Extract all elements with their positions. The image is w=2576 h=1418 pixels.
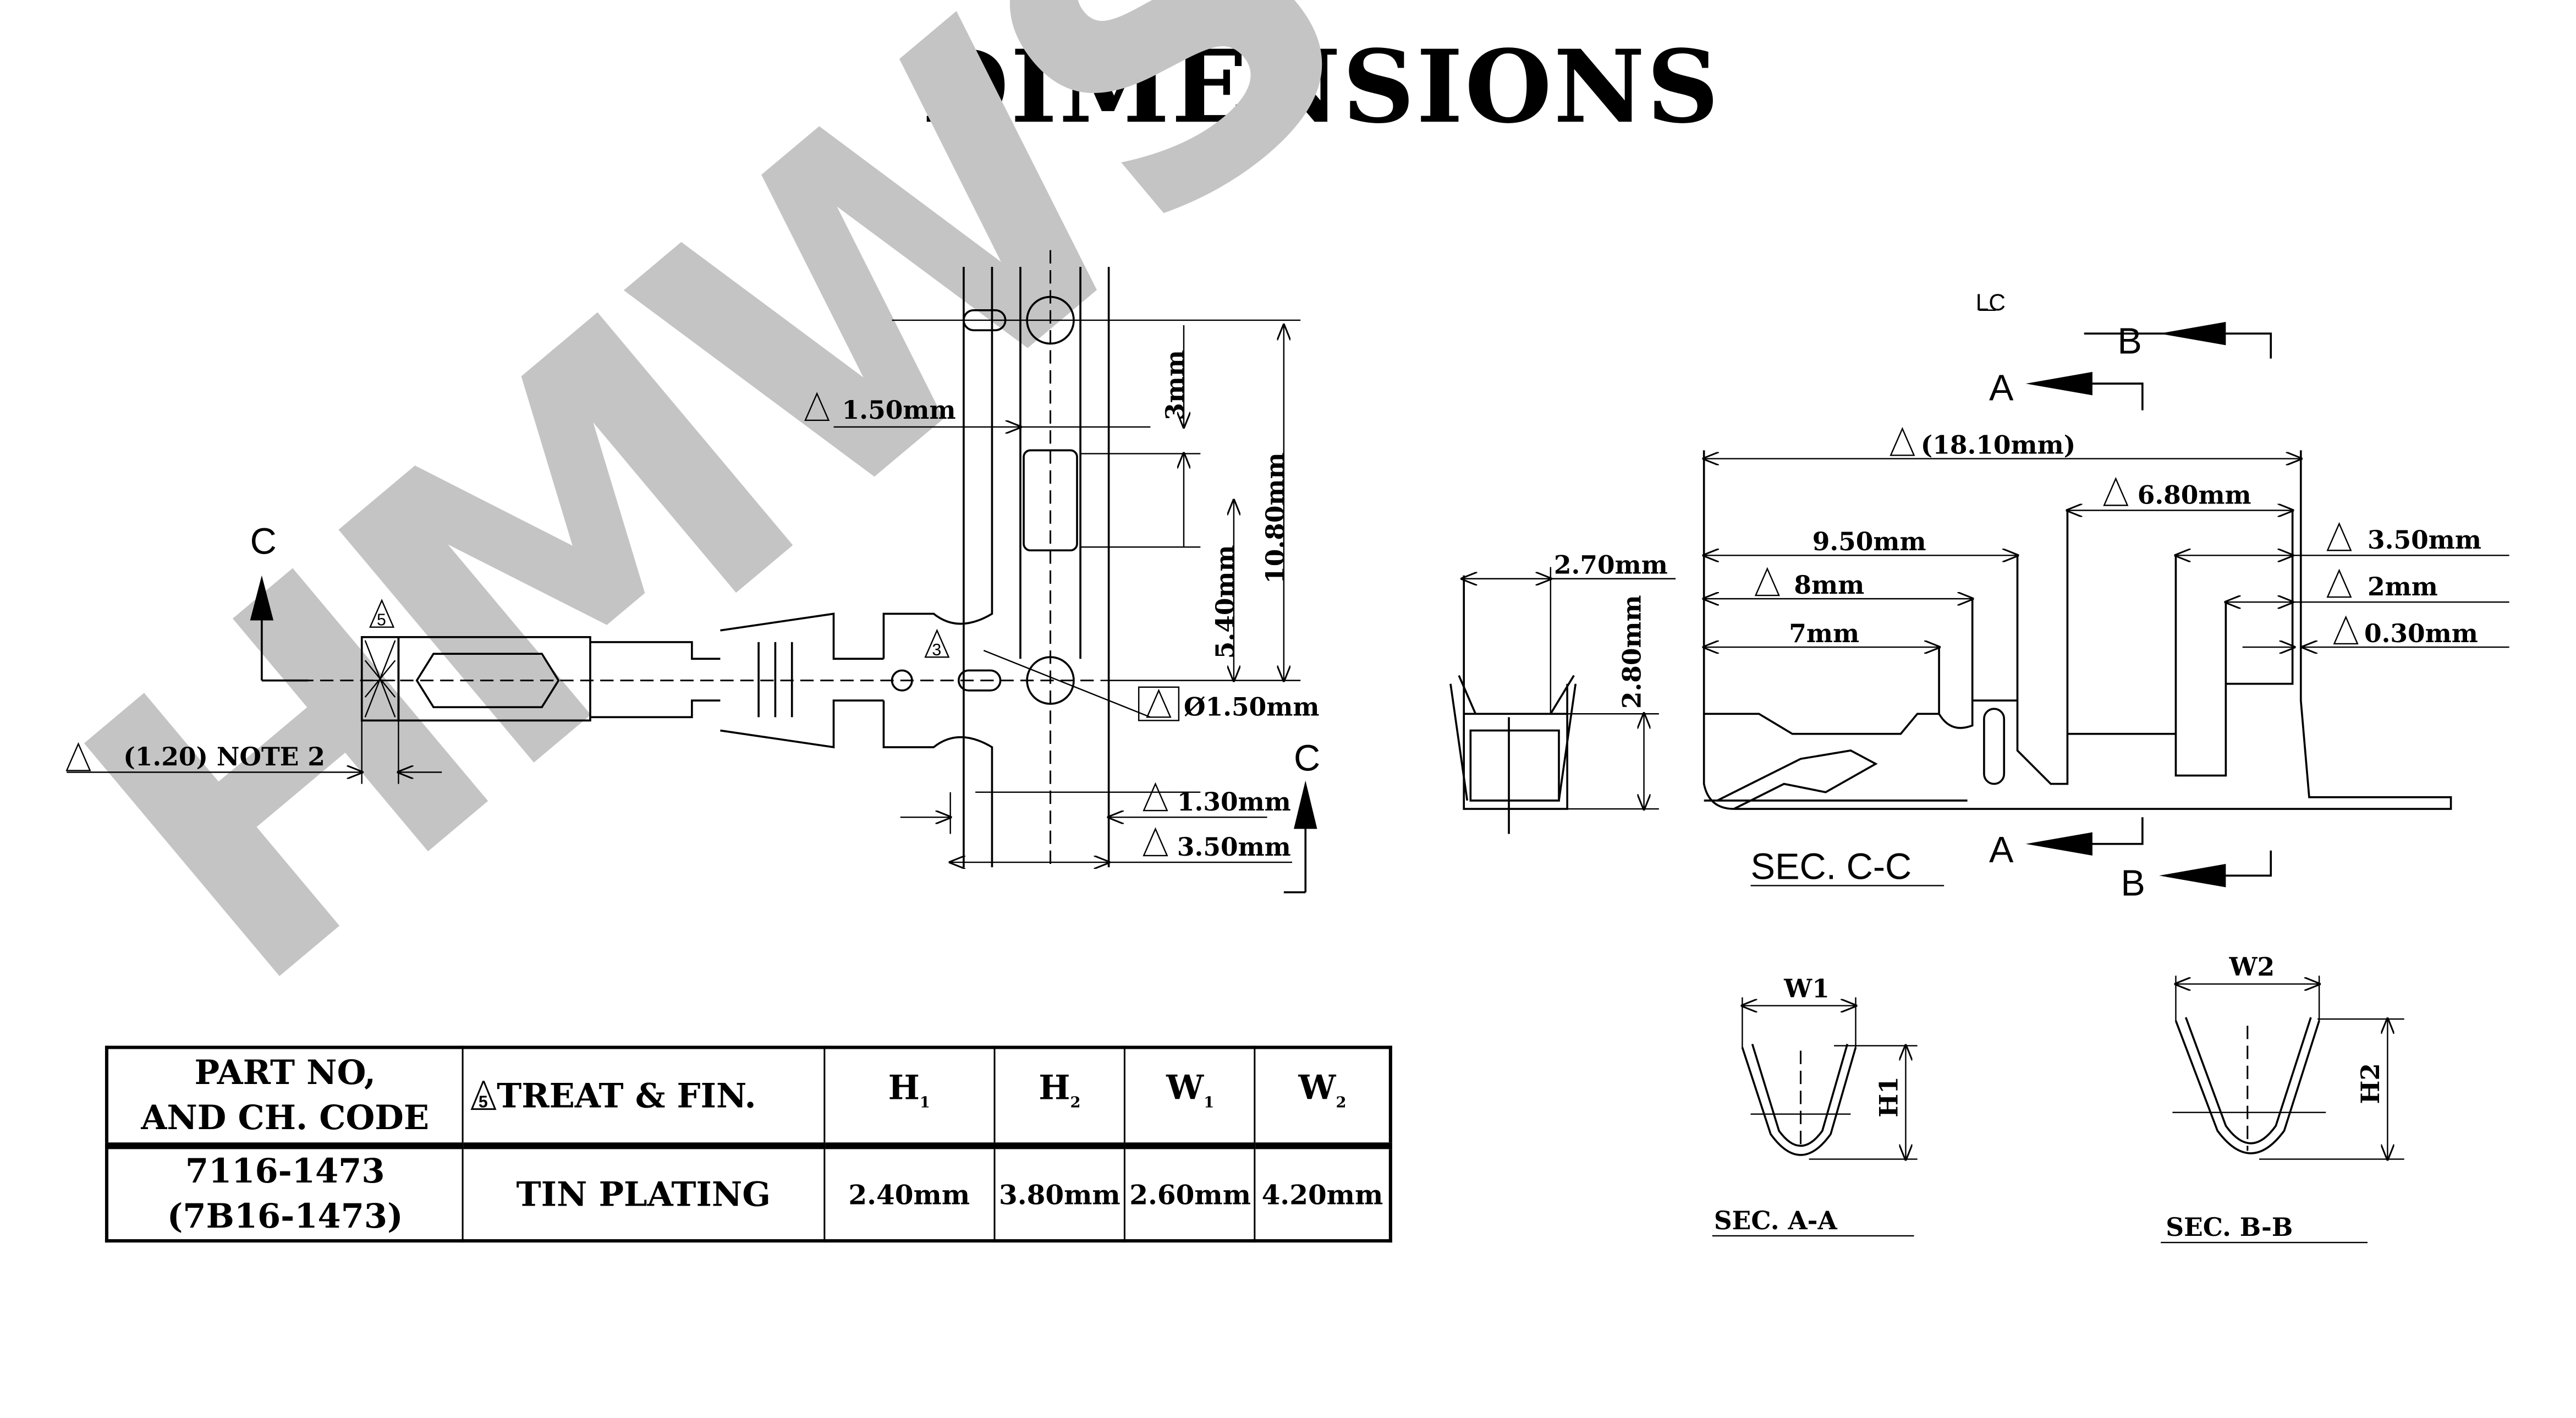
section-c-c-view (1449, 309, 2509, 888)
h1-label: H (888, 1066, 920, 1107)
dim-1-30: 1.30mm (1177, 787, 1291, 817)
dim-8mm: 8mm (1794, 570, 1864, 600)
dim-1-20-note: (1.20) NOTE 2 (123, 742, 325, 771)
header-part-line1: PART NO, (194, 1052, 376, 1093)
note-5-icon (1890, 428, 1915, 456)
label-w1: W1 (1783, 974, 1830, 1004)
note-5-icon: 5 (470, 1080, 497, 1110)
triangle-note: 5 (479, 1092, 488, 1110)
h2-sub: 2 (1070, 1094, 1081, 1112)
section-b-b (2161, 976, 2404, 1244)
label-h2: H2 (2355, 1063, 2385, 1104)
section-mark-a: A (1989, 830, 2014, 870)
section-mark-b: B (2121, 863, 2145, 904)
section-title-b-b: SEC. B-B (2166, 1212, 2293, 1242)
h1-sub: 1 (919, 1094, 930, 1112)
dim-2mm: 2mm (2368, 572, 2438, 601)
note-5-icon (1143, 783, 1168, 812)
dim-7mm: 7mm (1789, 618, 1859, 648)
note-5-icon (1755, 568, 1780, 596)
header-w1: W1 (1124, 1046, 1256, 1149)
dim-18-10: (18.10mm) (1921, 430, 2076, 459)
dim-10-80: 10.80mm (1260, 452, 1290, 584)
dim-0-30: 0.30mm (2364, 618, 2478, 648)
dim-6-80: 6.80mm (2138, 480, 2251, 510)
header-h2: H2 (993, 1046, 1127, 1149)
note-5-icon (1143, 828, 1168, 857)
label-w2: W2 (2228, 952, 2275, 982)
centerline-mark: LC (1976, 289, 2006, 315)
note-5-icon (2333, 616, 2359, 645)
header-h1: H1 (823, 1046, 995, 1149)
w2-label: W (1298, 1066, 1336, 1107)
cell-w2: 4.20mm (1254, 1145, 1392, 1242)
detail-marker: 3 (932, 641, 941, 659)
section-a-a (1712, 997, 1918, 1237)
w2-sub: 2 (1336, 1094, 1347, 1112)
cell-h2: 3.80mm (993, 1145, 1127, 1242)
dim-9-50: 9.50mm (1812, 527, 1926, 556)
cell-w1: 2.60mm (1124, 1145, 1256, 1242)
dim-5-40: 5.40mm (1210, 545, 1240, 659)
dim-2-80: 2.80mm (1617, 595, 1647, 709)
top-view-terminal (67, 250, 1317, 894)
note-5-icon (2327, 570, 2352, 598)
dim-1-50: 1.50mm (842, 395, 956, 425)
label-h1: H1 (1874, 1076, 1903, 1118)
part-no: 7116-1473 (185, 1151, 385, 1191)
header-treat: 5 TREAT & FIN. (462, 1046, 826, 1149)
note-5-icon (2103, 478, 2128, 506)
section-mark-a: A (1989, 368, 2014, 408)
w1-sub: 1 (1204, 1094, 1215, 1112)
page-title: DIMENSIONS (922, 30, 1721, 147)
dim-3-50-right: 3.50mm (2368, 525, 2481, 555)
cell-h1: 2.40mm (823, 1145, 995, 1242)
header-part-no: PART NO,AND CH. CODE (106, 1046, 464, 1149)
header-w2: W2 (1254, 1046, 1392, 1149)
section-mark-c: C (250, 521, 277, 562)
w1-label: W (1166, 1066, 1204, 1107)
section-title-a-a: SEC. A-A (1714, 1206, 1838, 1235)
cell-treat: TIN PLATING (462, 1145, 826, 1242)
dim-hole-dia: Ø1.50mm (1184, 692, 1320, 721)
header-part-line2: AND CH. CODE (141, 1097, 430, 1138)
dim-3mm: 3mm (1160, 350, 1190, 420)
note-5-icon (2327, 523, 2352, 551)
h2-label: H (1039, 1066, 1070, 1107)
note-5-icon (1146, 689, 1171, 718)
watermark: HMWS (2, 0, 1430, 1076)
cell-part-no: 7116-1473 (7B16-1473) (106, 1145, 464, 1242)
section-mark-c: C (1294, 738, 1320, 779)
header-treat-label: TREAT & FIN. (497, 1075, 756, 1115)
ch-code: (7B16-1473) (167, 1196, 403, 1236)
dim-3-50: 3.50mm (1177, 832, 1291, 862)
table-row: 7116-1473(7B16-1473) TIN PLATING 2.40mm … (106, 1145, 1392, 1242)
section-title-c-c: SEC. C-C (1751, 846, 1912, 887)
note-marker: 5 (377, 611, 386, 629)
section-mark-b: B (2117, 321, 2141, 362)
dim-2-70: 2.70mm (1554, 550, 1668, 580)
